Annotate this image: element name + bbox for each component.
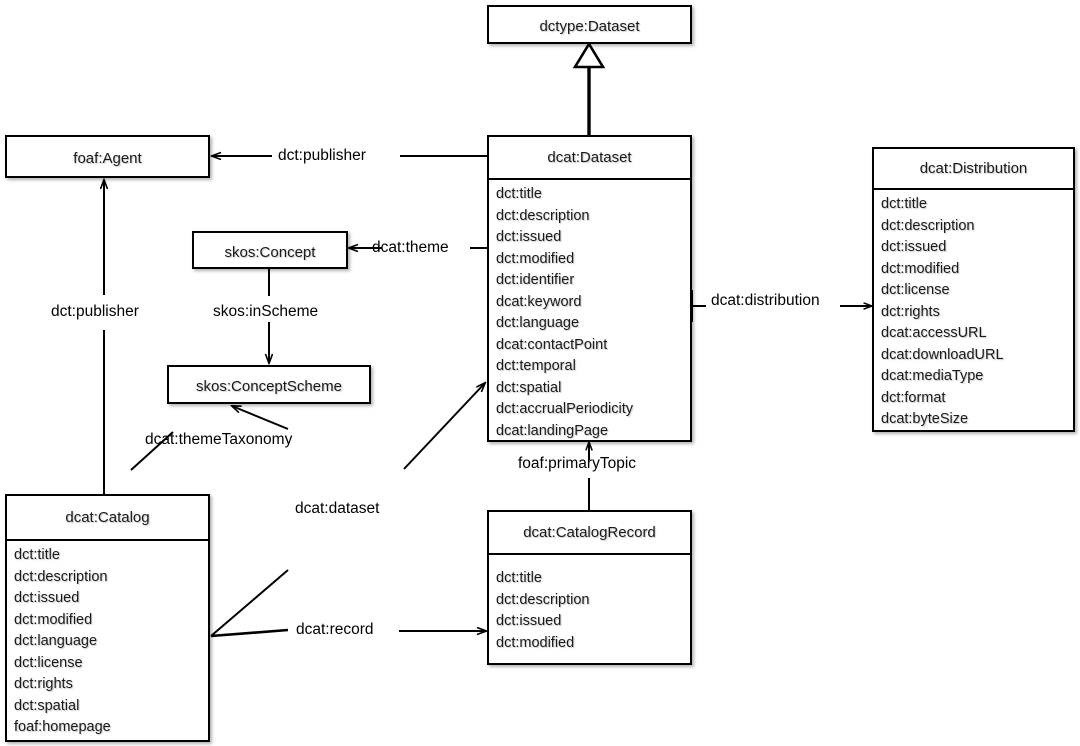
attribute: dct:spatial (496, 379, 562, 396)
attribute: dcat:accessURL (881, 325, 987, 341)
attribute: dct:title (14, 547, 60, 563)
attribute: dct:modified (881, 260, 960, 277)
edge-label-foaf-primarytopic: foaf:primaryTopic (518, 455, 637, 472)
attribute: foaf:homepage (14, 719, 111, 735)
edge-label-dcat-themetaxonomy: dcat:themeTaxonomy (145, 431, 293, 448)
attribute: dcat:byteSize (881, 411, 969, 427)
attribute: dct:rights (14, 676, 73, 692)
attribute: dct:modified (496, 250, 575, 267)
class-box-dcat-catalogrecord[interactable]: dcat:CatalogRecord dct:title dct:descrip… (487, 510, 692, 665)
attribute: dct:language (496, 315, 580, 331)
attribute: dct:modified (496, 634, 575, 651)
class-title: skos:Concept (224, 244, 316, 261)
attribute: dct:description (14, 568, 108, 585)
attribute: dct:description (496, 591, 590, 608)
attribute: dct:title (881, 196, 927, 212)
attribute: dct:accrualPeriodicity (496, 401, 633, 417)
attribute: dct:description (881, 217, 975, 234)
attribute: dct:identifier (496, 272, 575, 288)
attribute-list: dct:title dct:description dct:issued dct… (7, 541, 208, 741)
edge-label-dcat-dataset: dcat:dataset (295, 500, 380, 517)
attribute: dct:issued (496, 613, 562, 629)
attribute: dct:title (496, 570, 542, 586)
class-title: dctype:Dataset (539, 18, 640, 35)
edge-label-dcat-theme: dcat:theme (372, 239, 449, 256)
attribute: dct:spatial (14, 697, 80, 714)
attribute: dct:license (14, 654, 83, 671)
attribute: dct:issued (14, 590, 80, 606)
class-title: skos:ConceptScheme (196, 378, 342, 395)
class-box-dcat-catalog[interactable]: dcat:Catalog dct:title dct:description d… (5, 494, 210, 742)
attribute: dct:language (14, 633, 98, 649)
class-box-skos-conceptscheme[interactable]: skos:ConceptScheme (167, 365, 371, 404)
attribute: dct:description (496, 207, 590, 224)
edge-label-dct-publisher-catalog: dct:publisher (51, 303, 139, 320)
attribute: dct:issued (496, 229, 562, 245)
class-title: foaf:Agent (73, 150, 142, 167)
attribute-list: dct:title dct:description dct:issued dct… (874, 190, 1073, 433)
class-title: dcat:Dataset (489, 137, 690, 180)
attribute: dct:title (496, 186, 542, 202)
edge-label-dcat-record: dcat:record (296, 621, 374, 638)
attribute-list: dct:title dct:description dct:issued dct… (489, 180, 690, 444)
attribute: dct:modified (14, 611, 93, 628)
class-title: dcat:Catalog (7, 496, 208, 541)
attribute: dct:format (881, 389, 946, 406)
class-title: dcat:CatalogRecord (489, 512, 690, 555)
attribute: dcat:downloadURL (881, 346, 1004, 363)
class-box-skos-concept[interactable]: skos:Concept (192, 231, 348, 269)
attribute: dct:issued (881, 239, 947, 255)
attribute: dct:license (881, 282, 950, 298)
class-box-dctype-dataset[interactable]: dctype:Dataset (487, 5, 692, 44)
attribute: dcat:mediaType (881, 368, 984, 384)
attribute: dct:rights (881, 303, 940, 320)
attribute: dcat:contactPoint (496, 336, 608, 353)
class-box-dcat-dataset[interactable]: dcat:Dataset dct:title dct:description d… (487, 135, 692, 442)
attribute-list: dct:title dct:description dct:issued dct… (489, 555, 690, 656)
attribute: dct:temporal (496, 358, 576, 374)
class-box-foaf-agent[interactable]: foaf:Agent (5, 135, 210, 178)
attribute: dcat:landingPage (496, 422, 609, 439)
attribute: dcat:keyword (496, 293, 582, 310)
edge-label-dcat-distribution: dcat:distribution (711, 292, 820, 309)
class-title: dcat:Distribution (874, 149, 1073, 190)
class-box-dcat-distribution[interactable]: dcat:Distribution dct:title dct:descript… (872, 147, 1075, 432)
edge-generalization (572, 41, 606, 135)
edge-label-dct-publisher-dataset: dct:publisher (278, 147, 366, 164)
edge-label-skos-inscheme: skos:inScheme (213, 303, 319, 320)
